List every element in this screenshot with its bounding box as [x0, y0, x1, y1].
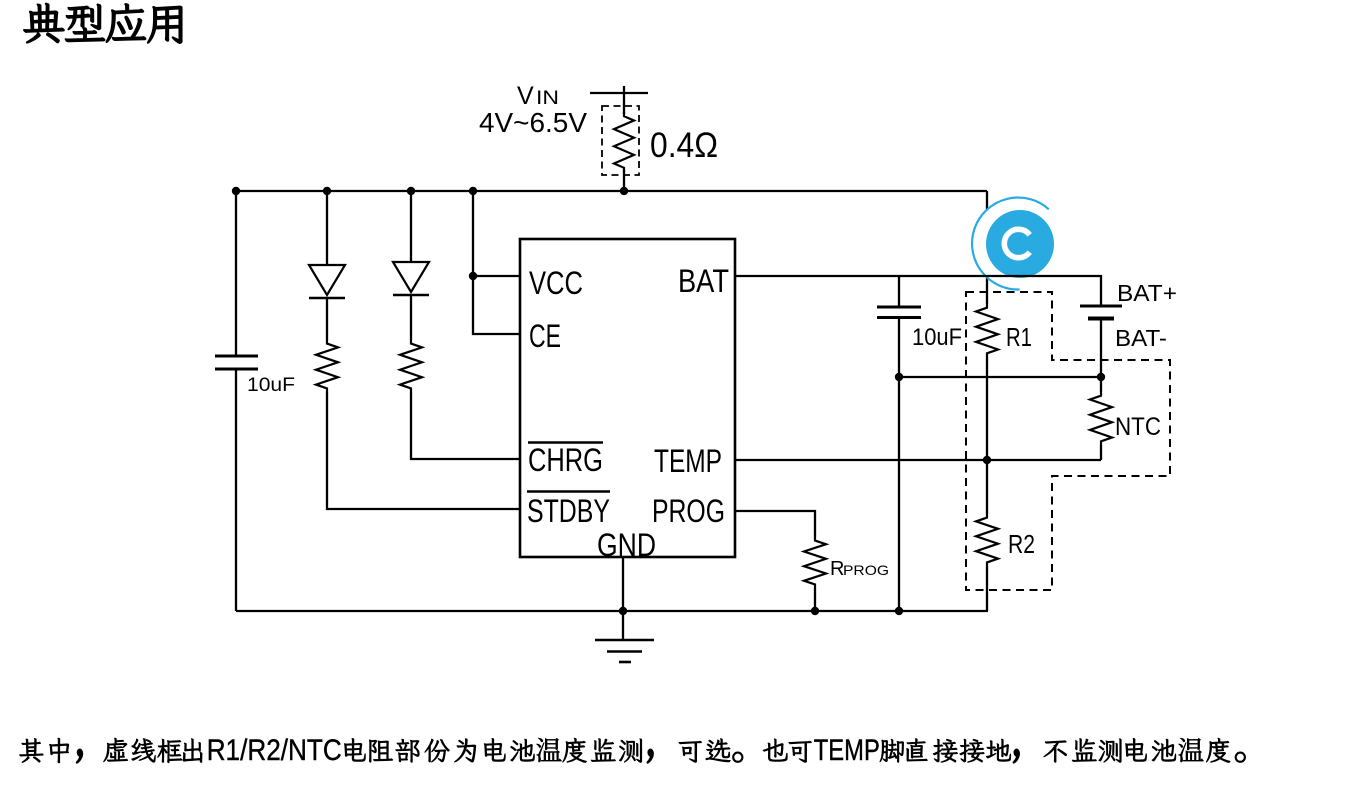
svg-text:BAT-: BAT-	[1115, 325, 1167, 351]
svg-text:STDBY: STDBY	[527, 493, 610, 529]
svg-text:BAT+: BAT+	[1117, 280, 1177, 306]
svg-text:VCC: VCC	[529, 265, 583, 301]
svg-text:CE: CE	[529, 318, 561, 354]
svg-text:PROG: PROG	[652, 493, 725, 529]
svg-text:4V~6.5V: 4V~6.5V	[479, 107, 587, 138]
svg-text:BAT: BAT	[678, 263, 729, 299]
svg-text:V: V	[517, 82, 534, 110]
svg-text:10uF: 10uF	[912, 324, 962, 351]
svg-text:PROG: PROG	[843, 562, 889, 578]
svg-text:R1: R1	[1006, 322, 1032, 352]
svg-text:GND: GND	[597, 527, 656, 563]
svg-text:R2: R2	[1008, 529, 1035, 559]
svg-text:R1/R2/NTC: R1/R2/NTC	[207, 734, 342, 767]
svg-text:IN: IN	[536, 88, 559, 109]
svg-text:TEMP: TEMP	[654, 443, 722, 479]
svg-text:0.4Ω: 0.4Ω	[650, 126, 718, 165]
svg-text:CHRG: CHRG	[528, 442, 603, 478]
svg-text:10uF: 10uF	[247, 374, 295, 396]
svg-text:TEMP: TEMP	[814, 734, 880, 767]
svg-text:R: R	[830, 558, 844, 580]
svg-text:NTC: NTC	[1115, 413, 1161, 441]
